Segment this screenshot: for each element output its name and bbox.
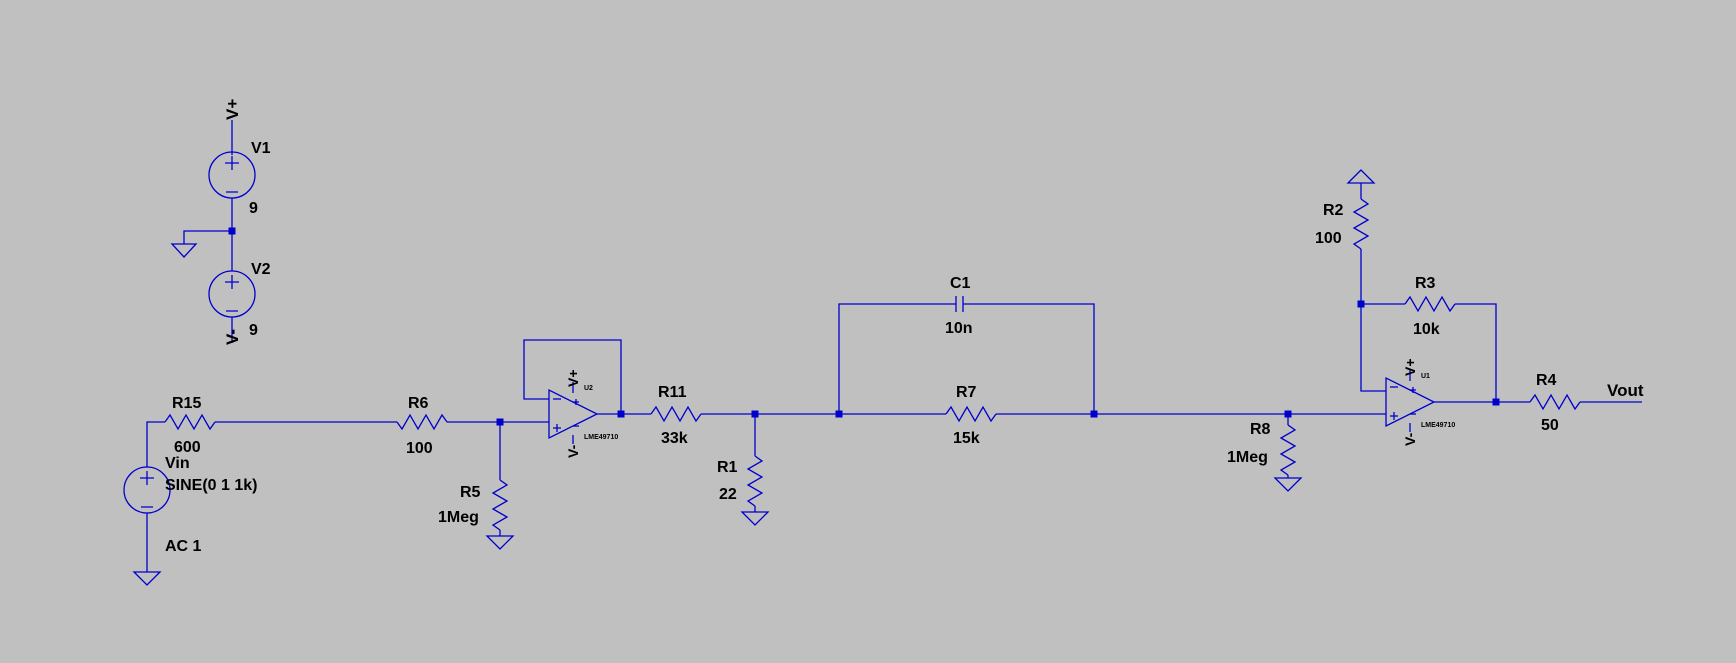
r6-value: 100 — [406, 440, 433, 457]
power-supply-group: V+ V1 9 V2 9 V- — [170, 99, 271, 345]
ground-symbol — [170, 243, 198, 258]
u2-name: U2 — [584, 385, 593, 392]
resistor-r4[interactable] — [1529, 393, 1581, 411]
voltage-source-v1[interactable] — [208, 151, 256, 199]
vin-value: SINE(0 1 1k) — [165, 477, 257, 494]
vin-ac: AC 1 — [165, 538, 202, 555]
r5-name: R5 — [460, 484, 481, 501]
r11-name: R11 — [658, 384, 687, 401]
v2-value: 9 — [249, 322, 258, 339]
c1-value: 10n — [945, 320, 973, 337]
resistor-r8[interactable] — [1279, 424, 1297, 476]
v1-name: V1 — [251, 140, 271, 157]
r3-value: 10k — [1413, 321, 1440, 338]
resistor-r11[interactable] — [650, 405, 702, 423]
r6-name: R6 — [408, 395, 429, 412]
resistor-r6[interactable] — [396, 413, 448, 431]
u1-model: LME49710 — [1421, 422, 1455, 429]
input-source-group: Vin SINE(0 1 1k) AC 1 — [123, 421, 257, 586]
u2-model: LME49710 — [584, 434, 618, 441]
r11-value: 33k — [661, 430, 688, 447]
opamp-u1[interactable] — [1385, 370, 1436, 432]
v2-name: V2 — [251, 261, 271, 278]
voltage-source-vin[interactable] — [123, 466, 171, 514]
junction — [1090, 410, 1098, 418]
ground-symbol — [485, 535, 515, 550]
u2-vminus-label: V- — [565, 444, 581, 458]
ground-symbol — [132, 571, 162, 586]
capacitor-c1[interactable] — [955, 296, 964, 312]
r4-value: 50 — [1541, 417, 1559, 434]
u1-name: U1 — [1421, 373, 1430, 380]
r8-value: 1Meg — [1227, 449, 1268, 466]
r8-name: R8 — [1250, 421, 1271, 438]
voltage-source-v2[interactable] — [208, 270, 256, 318]
c1-name: C1 — [950, 275, 971, 292]
junction — [1492, 398, 1500, 406]
vin-name: Vin — [165, 455, 190, 472]
resistor-r7[interactable] — [945, 405, 997, 423]
resistor-r1[interactable] — [746, 455, 764, 507]
ground-symbol — [740, 511, 770, 526]
u1-vplus-label: V+ — [1402, 358, 1418, 376]
r15-value: 600 — [174, 439, 201, 456]
ground-symbol — [1273, 477, 1303, 492]
r2-name: R2 — [1323, 202, 1344, 219]
r15-name: R15 — [172, 395, 201, 412]
r4-name: R4 — [1536, 372, 1557, 389]
net-label-vplus-supply: V+ — [223, 99, 242, 120]
r7-name: R7 — [956, 384, 977, 401]
r7-value: 15k — [953, 430, 980, 447]
resistor-r15[interactable] — [164, 413, 216, 431]
v1-value: 9 — [249, 200, 258, 217]
resistor-r5[interactable] — [491, 479, 509, 531]
r1-value: 22 — [719, 486, 737, 503]
ground-symbol — [1346, 169, 1376, 184]
net-label-vminus-supply: V- — [223, 329, 242, 345]
resistor-r2[interactable] — [1352, 198, 1370, 250]
r1-name: R1 — [717, 459, 738, 476]
u2-vplus-label: V+ — [565, 369, 581, 387]
r2-value: 100 — [1315, 230, 1342, 247]
resistor-r3[interactable] — [1404, 295, 1456, 313]
r5-value: 1Meg — [438, 509, 479, 526]
junction — [617, 410, 625, 418]
opamp-u2[interactable] — [548, 382, 599, 444]
net-label-vout: Vout — [1607, 381, 1644, 400]
u1-vminus-label: V- — [1402, 432, 1418, 446]
r3-name: R3 — [1415, 275, 1436, 292]
